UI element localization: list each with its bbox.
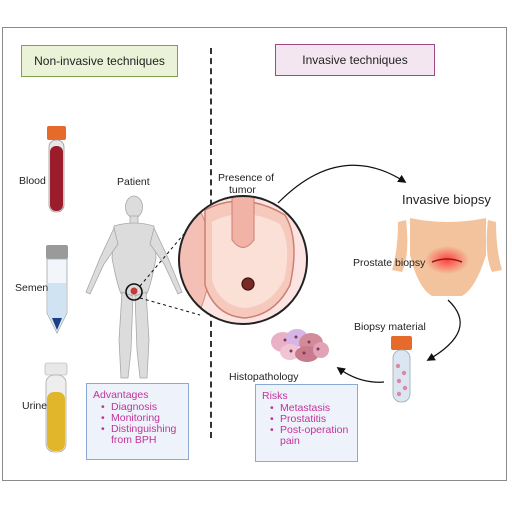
prostate-zoom-circle bbox=[178, 195, 308, 325]
arrow-to-histopathology bbox=[336, 367, 385, 383]
prostate-biopsy-label: Prostate biopsy bbox=[353, 257, 426, 269]
blood-label: Blood bbox=[19, 175, 46, 187]
tumor-icon bbox=[241, 277, 255, 291]
biopsy-material-tube-icon bbox=[391, 336, 412, 403]
risks-box: Risks Metastasis Prostatitis Post-operat… bbox=[255, 384, 358, 462]
invasive-header: Invasive techniques bbox=[275, 44, 435, 76]
invasive-header-label: Invasive techniques bbox=[302, 53, 408, 67]
risk-item: Metastasis bbox=[270, 403, 351, 415]
risks-title: Risks bbox=[262, 390, 288, 402]
tumor-label-line1: Presence of bbox=[218, 172, 275, 184]
invasive-biopsy-label: Invasive biopsy bbox=[402, 192, 491, 207]
patient-label: Patient bbox=[117, 176, 150, 188]
urine-tube-icon bbox=[44, 362, 68, 453]
patient-figure-icon bbox=[85, 195, 183, 379]
advantages-box: Advantages Diagnosis Monitoring Distingu… bbox=[86, 383, 189, 460]
non-invasive-header: Non-invasive techniques bbox=[21, 45, 178, 77]
figure-frame bbox=[2, 27, 507, 481]
risk-item-continued: pain bbox=[280, 435, 300, 447]
advantage-item: Distinguishing bbox=[101, 424, 182, 436]
arrow-to-biopsy bbox=[277, 164, 407, 204]
biopsy-material-label: Biopsy material bbox=[354, 321, 426, 333]
risk-item: Post-operation bbox=[270, 425, 351, 437]
blood-tube-icon bbox=[47, 126, 66, 213]
histopathology-label: Histopathology bbox=[229, 371, 299, 383]
advantages-list: Diagnosis Monitoring Distinguishing from… bbox=[93, 402, 182, 446]
advantage-item: Diagnosis bbox=[101, 402, 182, 414]
biopsy-torso-icon bbox=[392, 218, 502, 296]
non-invasive-header-label: Non-invasive techniques bbox=[34, 54, 165, 68]
urine-label: Urine bbox=[22, 400, 48, 412]
prostate-spot bbox=[130, 287, 138, 295]
risks-list: Metastasis Prostatitis Post-operation pa… bbox=[262, 403, 351, 447]
risk-item: Prostatitis bbox=[270, 414, 351, 426]
zoom-line-bottom bbox=[139, 297, 201, 316]
prostate-highlight-circle bbox=[125, 283, 143, 301]
advantage-item: Monitoring bbox=[101, 413, 182, 425]
histopathology-cells-icon bbox=[271, 329, 329, 362]
advantages-title: Advantages bbox=[93, 389, 149, 401]
tumor-label-line2: tumor bbox=[229, 184, 256, 196]
advantage-item-continued: from BPH bbox=[111, 434, 157, 446]
arrow-to-material bbox=[426, 299, 461, 361]
semen-label: Semen bbox=[15, 282, 49, 294]
semen-tube-icon bbox=[46, 245, 68, 334]
